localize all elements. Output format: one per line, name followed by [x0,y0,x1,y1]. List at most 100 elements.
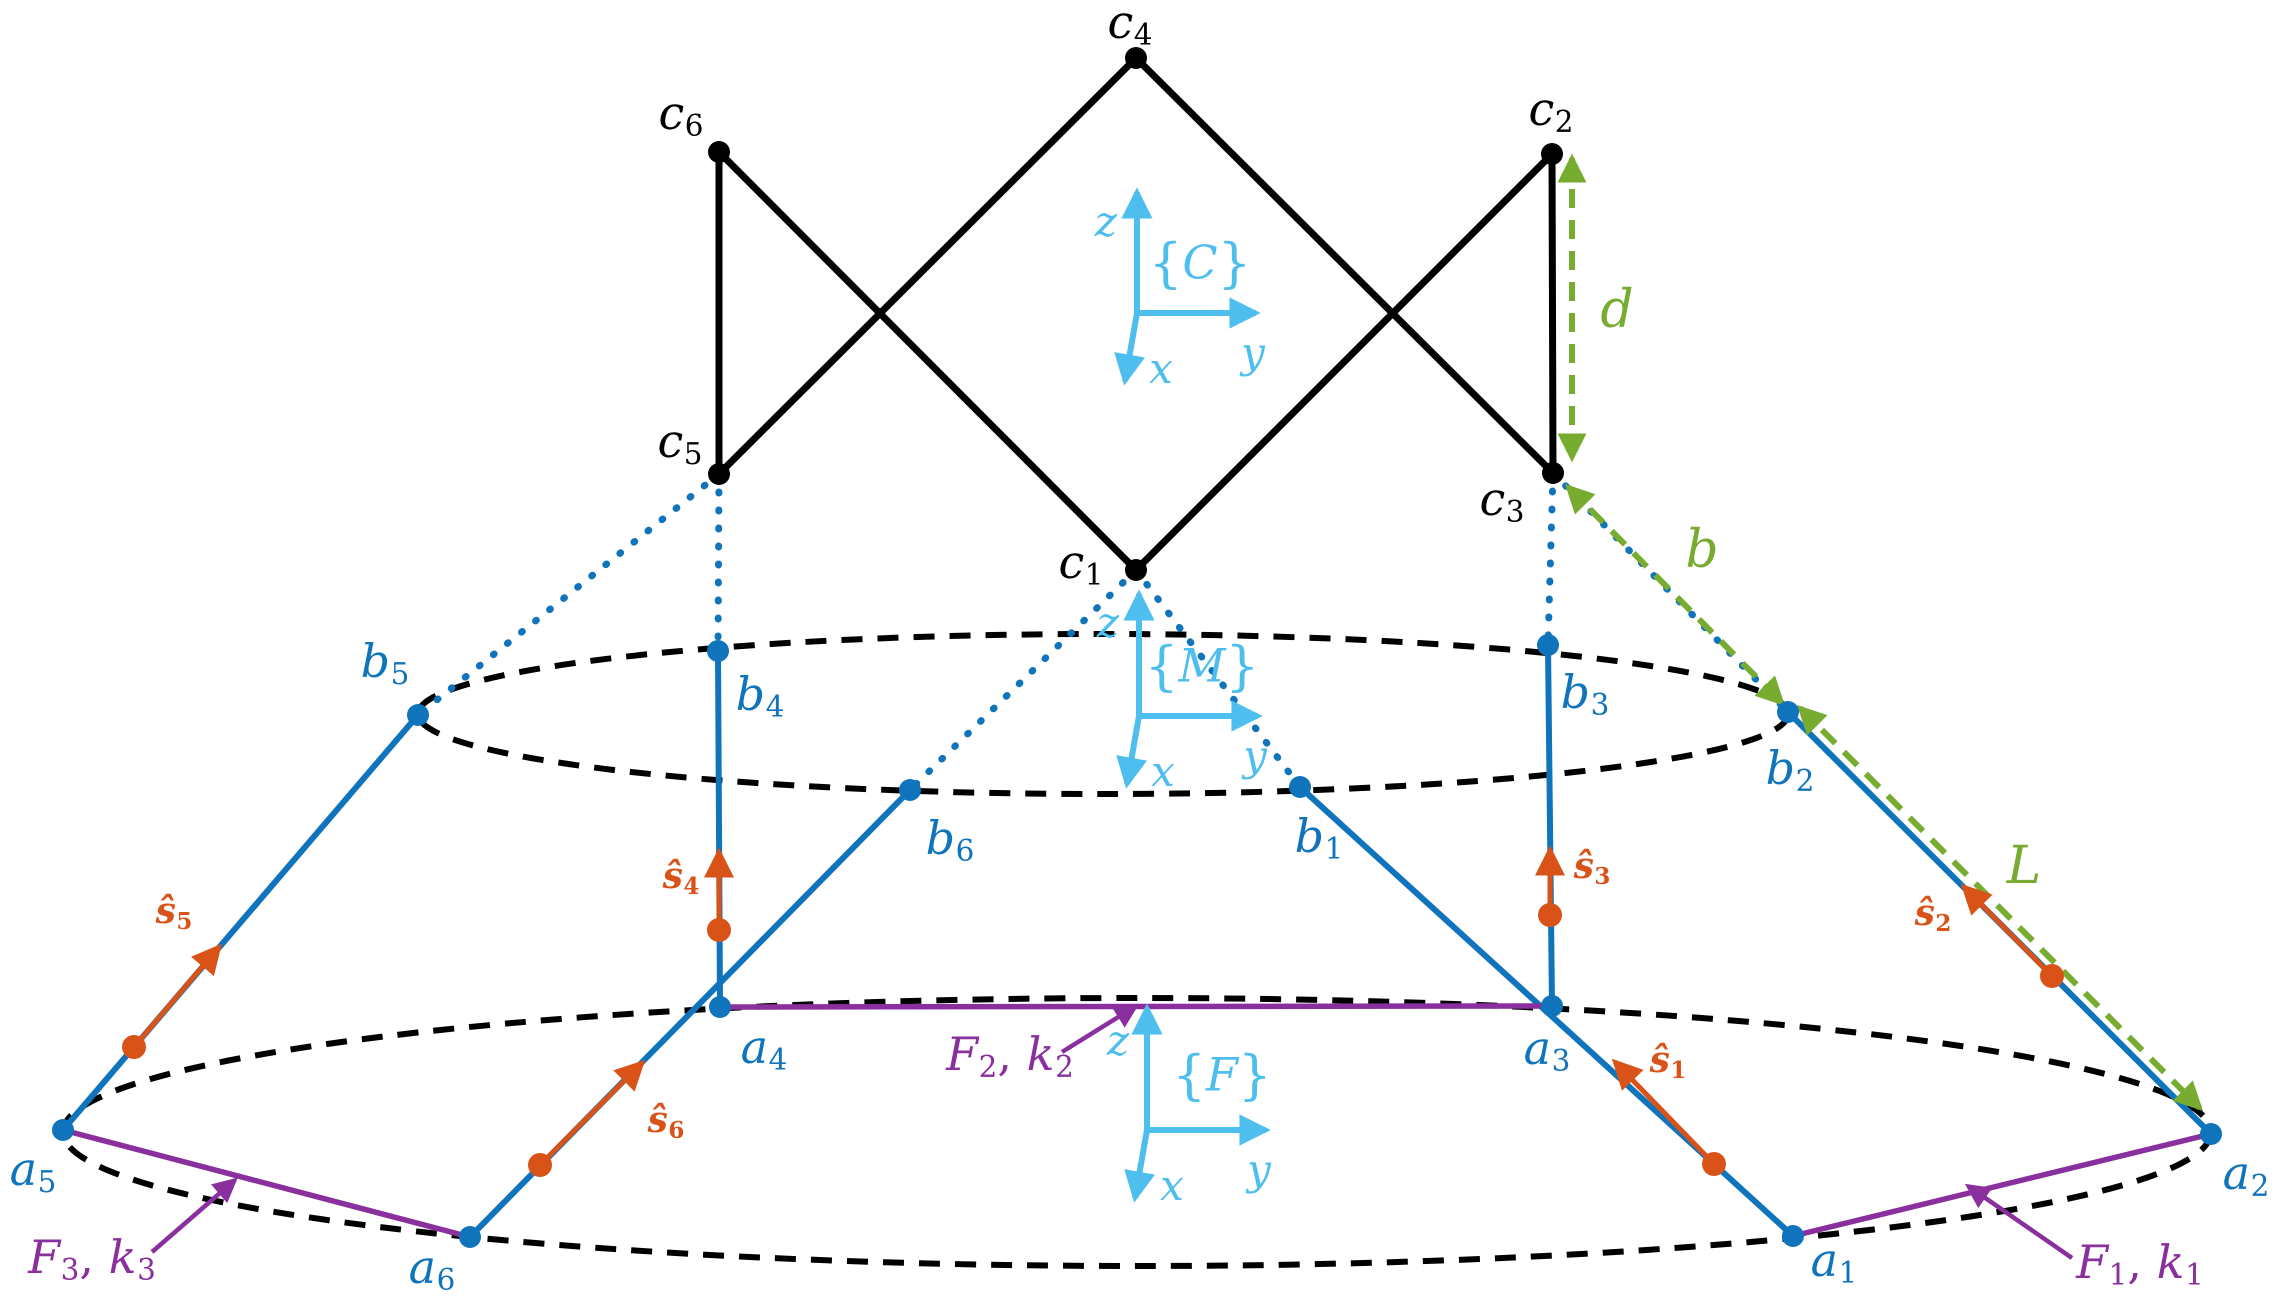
node-b1 [1289,776,1311,798]
label-a4: a4 [740,1020,788,1078]
label-c6: c6 [658,86,704,144]
frame-M-axes [1116,589,1263,789]
unit-vector-s3-base-dot [1538,903,1562,927]
label-s3-hat: ŝ3 [1573,845,1611,890]
top-plate-nodes [708,47,1564,581]
spring-F2-pointer-arrow [1060,1004,1140,1054]
unit-vector-s1-arrow [1611,1058,1716,1166]
unit-vector-s6-base-dot [528,1153,552,1177]
label-dim-b: b [1685,520,1719,580]
label-b1: b1 [1294,809,1344,867]
dim-L-arrow [1796,704,2204,1112]
unit-vector-s1-base-dot [1702,1152,1726,1176]
cable-c5-b5 [414,470,723,719]
unit-vector-s2-base-dot [2040,964,2064,988]
label-s5-hat: ŝ5 [155,890,193,935]
dim-b-arrow [1564,483,1786,707]
node-c4 [1125,47,1147,69]
edge-c6-c1 [716,149,1139,573]
node-a5 [52,1119,74,1141]
frame-F-x-label: x [1160,1161,1184,1210]
label-b6: b6 [925,811,975,869]
label-spring-F3: F3, k3 [28,1230,156,1288]
label-a6: a6 [408,1240,456,1296]
edge-c4-c3 [1133,55,1556,476]
label-c1: c1 [1058,535,1104,593]
leg-a5-b5 [60,713,421,1132]
unit-vector-s6-arrow [538,1059,646,1167]
cable-c1-b6 [906,566,1140,794]
frame-F-y-label: y [1247,1145,1271,1194]
node-a3 [1541,995,1563,1017]
label-a3: a3 [1523,1021,1571,1079]
node-b6 [899,779,921,801]
node-c3 [1542,462,1564,484]
cable-c5-b4 [714,470,723,655]
node-b4 [707,640,729,662]
unit-vector-s4-base-dot [707,918,731,942]
frame-M-label: {M} [1144,636,1260,698]
edge-c2-c1 [1133,151,1555,573]
node-c2 [1541,143,1563,165]
springs [62,1003,2212,1240]
label-c5: c5 [657,414,703,472]
label-s4-hat: ŝ4 [662,855,700,900]
node-b3 [1537,634,1559,656]
label-c4: c4 [1107,0,1153,53]
unit-vector-s5-base-dot [122,1035,146,1059]
frame-F-z-label: z [1106,1016,1130,1065]
frame-F-label: {F} [1172,1045,1272,1107]
edge-c5-c4 [716,55,1139,477]
frame-M-x-axis [1116,715,1147,789]
frame-C-y-label: y [1241,328,1265,377]
node-a4 [709,996,731,1018]
node-c6 [708,141,730,163]
leg-a3-b3 [1545,644,1555,1007]
node-a2 [2200,1123,2222,1145]
label-b2: b2 [1765,741,1815,799]
node-a1 [1782,1225,1804,1247]
label-s6-hat: ŝ6 [647,1099,685,1144]
label-dim-d: d [1600,280,1634,340]
platform-nodes [407,634,1799,801]
frame-M-y-label: y [1243,731,1267,780]
spring-annotation-arrows [150,1004,2074,1260]
frame-F-axes [1124,1003,1271,1203]
label-s1-hat: ŝ1 [1649,1039,1687,1084]
unit-vector-s5-arrow [132,943,222,1049]
label-spring-F1: F1, k1 [2076,1235,2204,1293]
label-s2-hat: ŝ2 [1914,892,1952,937]
spring-F3-pointer-arrow [150,1177,238,1254]
frame-M-z-label: z [1096,598,1120,647]
frame-C-x-axis [1114,312,1145,386]
node-b5 [407,704,429,726]
node-c1 [1125,559,1147,581]
label-c3: c3 [1479,472,1525,530]
frame-F-x-axis [1124,1129,1155,1203]
label-a1: a1 [1810,1233,1858,1291]
base-nodes [52,995,2222,1248]
label-c2: c2 [1528,82,1574,140]
label-b3: b3 [1560,665,1610,723]
dimension-arrows [1557,153,2204,1112]
spring-F1-pointer-arrow [1964,1183,2074,1260]
node-c5 [708,463,730,485]
unit-vector-s2-arrow [1960,883,2054,978]
top-plate-edges [715,55,1557,573]
frame-C-label: {C} [1148,233,1252,295]
edge-c2-c3 [1548,153,1557,474]
label-dim-L: L [2006,836,2042,896]
frame-C-z-label: z [1094,197,1118,246]
node-b2 [1777,701,1799,723]
spring-a1-a2 [1792,1131,2212,1239]
node-a6 [459,1226,481,1248]
spring-a5-a6 [62,1127,471,1240]
cable-c3-b3 [1544,469,1557,649]
base-ellipse [60,995,2214,1269]
label-b5: b5 [360,634,410,692]
frame-M-x-label: x [1151,747,1175,796]
label-a5: a5 [9,1142,57,1200]
label-spring-F2: F2, k2 [946,1027,1074,1085]
